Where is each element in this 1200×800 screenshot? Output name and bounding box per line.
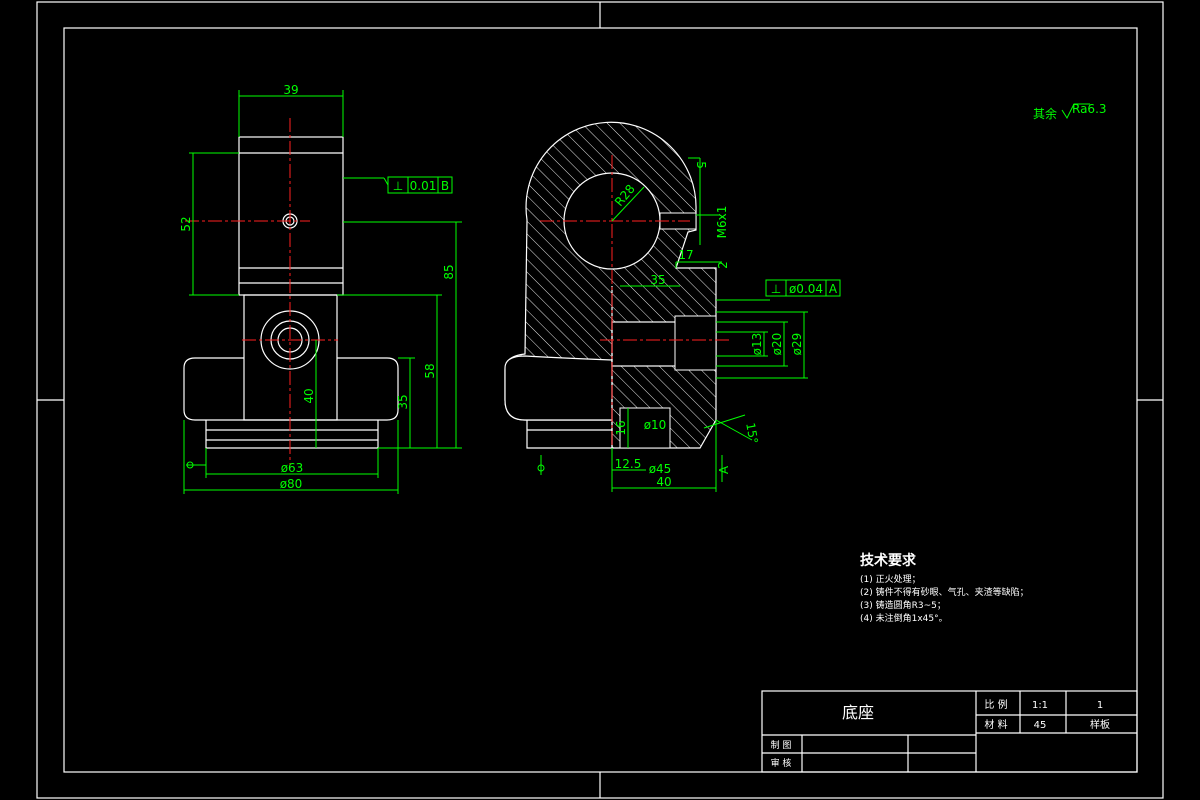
dim-40r: 40 bbox=[656, 475, 671, 489]
dim-15deg: 15° bbox=[743, 422, 760, 445]
drawing-frame bbox=[63, 27, 1138, 773]
right-view: R28 5 M6x1 17 35 2 ⊥ ø0.04 A ø13 ø20 ø29… bbox=[504, 121, 841, 492]
dim-2: 2 bbox=[716, 261, 730, 269]
dim-17: 17 bbox=[678, 248, 693, 262]
svg-text:A: A bbox=[829, 282, 838, 296]
dim-58: 58 bbox=[423, 363, 437, 378]
dim-52: 52 bbox=[179, 216, 193, 231]
svg-text:其余: 其余 bbox=[1033, 106, 1057, 121]
svg-text:比 例: 比 例 bbox=[984, 698, 1007, 711]
dim-dia80: ø80 bbox=[280, 477, 303, 491]
upper-block bbox=[238, 136, 344, 296]
dim-dia45: ø45 bbox=[649, 462, 672, 476]
left-view: 39 52 85 58 35 40 ø63 ø80 ⊥ 0.01 B bbox=[179, 83, 462, 494]
dim-85: 85 bbox=[442, 264, 456, 279]
dim-m6x1: M6x1 bbox=[715, 206, 729, 239]
surface-roughness-note: 其余 Ra6.3 bbox=[1033, 102, 1107, 121]
svg-text:⊥: ⊥ bbox=[393, 179, 403, 193]
dim-dia10: ø10 bbox=[644, 418, 667, 432]
dim-35r: 35 bbox=[650, 273, 665, 287]
svg-text:材 料: 材 料 bbox=[984, 718, 1007, 731]
svg-text:1:1: 1:1 bbox=[1032, 700, 1048, 711]
dim-dia63: ø63 bbox=[281, 461, 304, 475]
dim-5: 5 bbox=[694, 161, 708, 169]
dim-40: 40 bbox=[302, 388, 316, 403]
svg-text:Ra6.3: Ra6.3 bbox=[1072, 102, 1107, 116]
tech-req-title: 技术要求 bbox=[860, 553, 916, 569]
technical-requirements: 技术要求 (1) 正火处理； (2) 铸件不得有砂眼、气孔、夹渣等缺陷； (3)… bbox=[860, 550, 1029, 626]
dim-39: 39 bbox=[283, 83, 298, 97]
svg-text:45: 45 bbox=[1034, 720, 1047, 731]
svg-text:B: B bbox=[441, 179, 449, 193]
tech-req-item: (1) 正火处理； bbox=[860, 575, 921, 585]
dim-35: 35 bbox=[396, 394, 410, 409]
svg-text:A: A bbox=[717, 465, 731, 474]
tech-req-item: (4) 未注倒角1x45°。 bbox=[860, 614, 948, 624]
svg-text:ø0.04: ø0.04 bbox=[789, 282, 823, 296]
tech-req-item: (2) 铸件不得有砂眼、气孔、夹渣等缺陷； bbox=[860, 588, 1029, 598]
svg-text:样板: 样板 bbox=[1090, 718, 1110, 731]
svg-text:审 核: 审 核 bbox=[771, 757, 792, 769]
tech-req-item: (3) 铸造圆角R3~5； bbox=[860, 601, 946, 611]
svg-text:⊥: ⊥ bbox=[771, 282, 781, 296]
tolerance-frame-a bbox=[765, 279, 841, 297]
dim-dia29: ø29 bbox=[790, 333, 804, 356]
dim-12-5: 12.5 bbox=[615, 457, 642, 471]
svg-text:0.01: 0.01 bbox=[410, 179, 437, 193]
svg-text:制 图: 制 图 bbox=[771, 739, 792, 751]
dim-dia20: ø20 bbox=[770, 333, 784, 356]
part-name: 底座 bbox=[842, 703, 874, 722]
dim-dia13: ø13 bbox=[750, 333, 764, 356]
base-flange bbox=[183, 357, 399, 421]
svg-text:1: 1 bbox=[1097, 700, 1103, 711]
tolerance-frame-b bbox=[387, 176, 453, 194]
title-block: 底座 比 例 1:1 1 材 料 45 样板 制 图 审 核 bbox=[761, 690, 1138, 773]
dim-16: 16 bbox=[614, 420, 628, 435]
